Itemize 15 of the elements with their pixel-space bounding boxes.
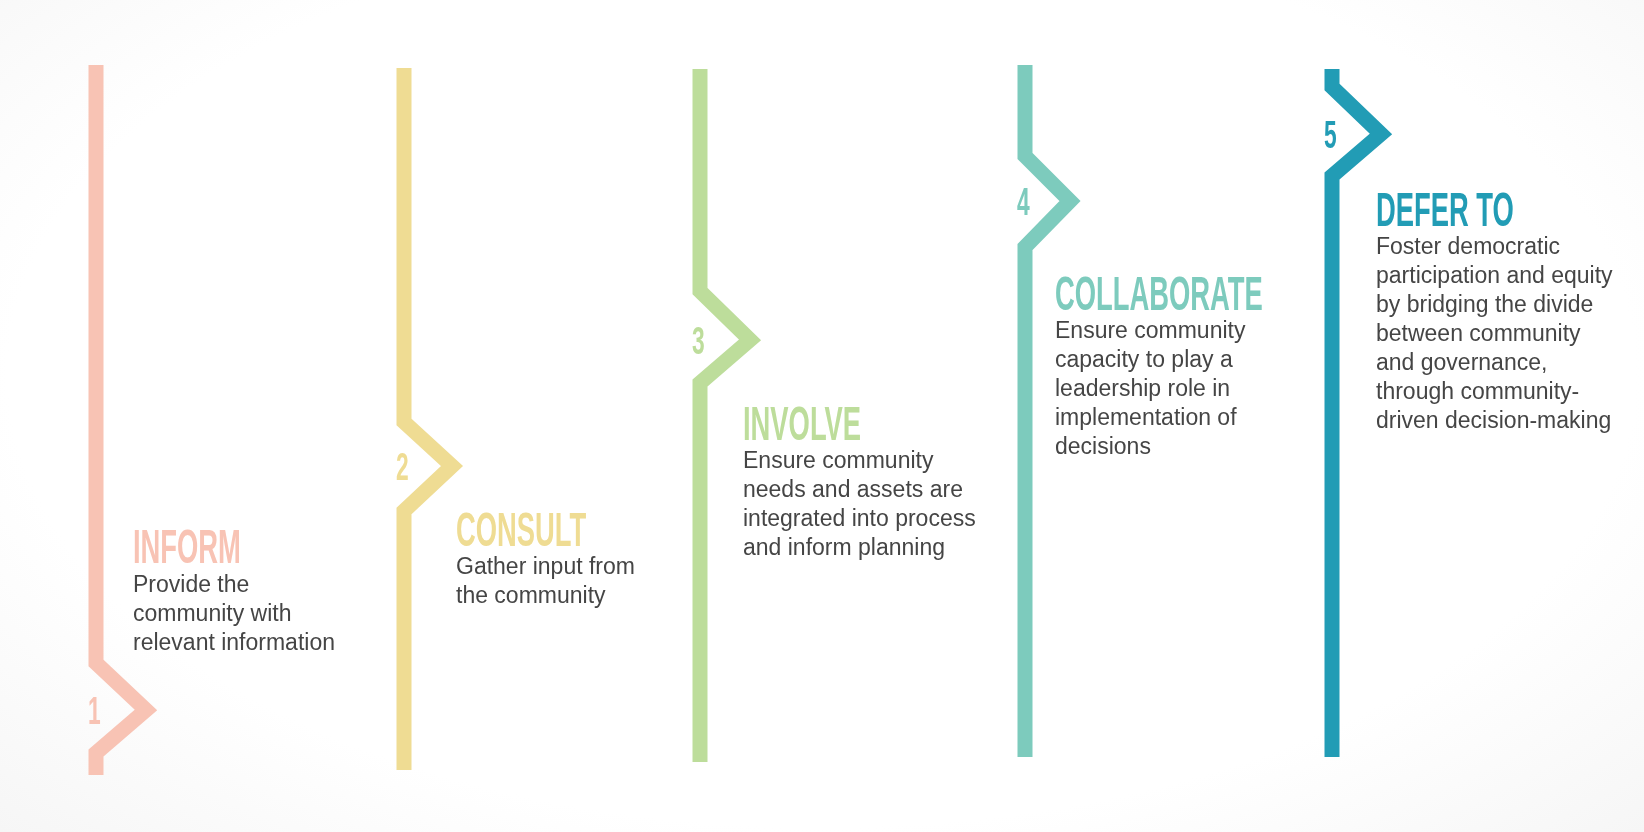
step-title: INVOLVE (743, 405, 862, 443)
step-description: Provide the community with relevant information (133, 570, 336, 657)
step-description: Ensure community capacity to play a leadership role in implementation of decisions (1055, 316, 1247, 461)
step-number: 3 (692, 326, 705, 356)
step-description: Gather input from the community (456, 552, 636, 610)
step-description: Foster democratic participation and equity by bridging the divide between community and governance, through community-driven decision-making (1376, 232, 1614, 435)
step-title: DEFER TO (1376, 191, 1514, 229)
step-title: CONSULT (456, 511, 587, 549)
step-number: 2 (396, 452, 409, 482)
step-number: 5 (1324, 120, 1337, 150)
step-number: 1 (88, 696, 101, 726)
step-description: Ensure community needs and assets are integrated into process and inform planning (743, 446, 977, 562)
step-title: COLLABORATE (1055, 275, 1263, 313)
step-number: 4 (1017, 187, 1030, 217)
step-title: INFORM (133, 528, 241, 566)
